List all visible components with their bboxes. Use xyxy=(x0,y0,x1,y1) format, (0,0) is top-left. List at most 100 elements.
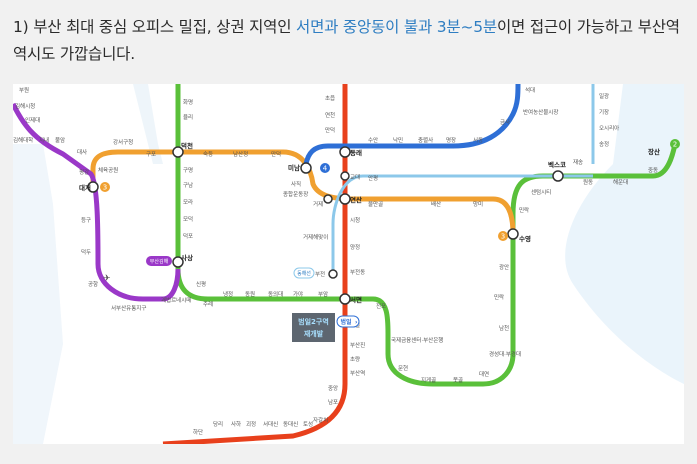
station-jinae: 지내 xyxy=(39,136,49,144)
bexco-transfer xyxy=(552,170,564,182)
station-dangni: 당리 xyxy=(213,420,223,428)
station-suyeong: 수영 xyxy=(519,234,531,243)
sea-area xyxy=(565,84,684,384)
station-dongdaesin: 동대신 xyxy=(283,420,298,428)
station-motgol: 못골 xyxy=(453,377,463,384)
seomyeon-transfer xyxy=(339,293,351,305)
station-geoje: 거제 xyxy=(313,200,323,208)
station-sukdeung: 숙등 xyxy=(203,150,213,158)
station-gaya: 가야 xyxy=(293,290,303,298)
station-minam: 미남 xyxy=(288,163,300,172)
airplane-icon: ✈ xyxy=(103,274,111,284)
donghae-tag-bg xyxy=(293,267,315,279)
station-nakmin: 낙민 xyxy=(393,136,403,144)
station-jung: 중동 xyxy=(648,167,658,174)
station-namsan: 남산정 xyxy=(233,150,248,158)
minam-transfer xyxy=(300,162,312,174)
station-nampo: 남포 xyxy=(328,398,338,406)
station-gimhaecity: 김해시청 xyxy=(15,102,35,110)
station-jurye: 주례 xyxy=(203,300,213,308)
beomil-tag: 범일 xyxy=(340,318,352,326)
station-oncheon: 연천 xyxy=(325,111,335,119)
station-sicheong: 시청 xyxy=(350,217,360,224)
station-daejeo: 대저 xyxy=(79,183,91,192)
station-gyodae: 교대 xyxy=(350,173,360,181)
station-jagalchi: 자갈치 xyxy=(313,416,328,424)
line-4 xyxy=(303,84,521,165)
redevelop-box xyxy=(292,313,335,342)
station-deokcheon: 덕천 xyxy=(181,141,193,150)
station-mandeok: 만덕 xyxy=(271,150,281,158)
station-naengjeong: 냉정 xyxy=(223,290,233,298)
station-pyeonggang: 평강 xyxy=(79,169,89,176)
yeonsan-transfer xyxy=(339,193,351,205)
station-suan: 수안 xyxy=(368,137,378,144)
intro-text-line2: 역시도 가깝습니다. xyxy=(13,45,135,63)
station-kyungsung: 경성대·부경대 xyxy=(489,350,521,358)
station-banyeo: 반여농산물시장 xyxy=(523,108,558,116)
station-jeonpo: 전포 xyxy=(376,302,386,310)
line3-number-west: 3 xyxy=(103,184,107,192)
station-goejeong: 괴정 xyxy=(246,420,256,428)
station-gukje: 국제금융센터·부산은행 xyxy=(391,336,443,344)
beomil-tag-bg xyxy=(336,315,360,328)
station-inje: 인제대 xyxy=(25,116,40,124)
station-gimhaeuni: 김해대학 xyxy=(13,136,33,144)
station-gaegeum: 동원 xyxy=(245,290,255,298)
intro-highlight: 서면과 중앙동이 불과 3분~5분 xyxy=(296,18,497,36)
station-munhyeon: 문현 xyxy=(398,364,408,372)
station-yangjeong: 양정 xyxy=(350,243,360,251)
line4-number: 4 xyxy=(323,165,328,173)
station-modeok: 모덕 xyxy=(183,216,193,223)
station-busandae: 초읍 xyxy=(325,95,335,102)
station-choryang: 초량 xyxy=(350,356,360,363)
river-area xyxy=(13,144,63,444)
subway-map: 4 3 3 2 서면 연산 동래 미남 덕천 사상 수영 대저 장산 벡스코 교… xyxy=(13,84,684,444)
station-daesa: 대사 xyxy=(77,148,87,156)
beomil-arrow-icon: › xyxy=(355,319,358,326)
line3-badge-west xyxy=(100,182,110,192)
station-seobusan: 서부산유통지구 xyxy=(111,304,146,312)
station-geumsa: 금사 xyxy=(500,118,510,126)
gimhae-line xyxy=(13,102,181,302)
station-myeongnyun: 만덕 xyxy=(325,126,335,134)
station-buam: 부암 xyxy=(318,290,328,298)
station-gupo: 구포 xyxy=(146,151,156,158)
station-sports-park: 체육공원 xyxy=(98,166,118,174)
line3-badge xyxy=(498,231,508,241)
suyeong-transfer xyxy=(507,228,519,240)
station-gwaebeop: 괘법르네시떼 xyxy=(161,296,191,304)
station-yeonsan: 연산 xyxy=(350,195,362,204)
line2-badge xyxy=(670,139,680,149)
donghae-line xyxy=(331,174,593,274)
line-1 xyxy=(162,84,348,444)
station-mora: 모라 xyxy=(183,198,193,206)
station-busanjin: 부산진 xyxy=(350,341,365,349)
station-mulmangol: 물만골 xyxy=(368,200,383,208)
station-jangsan: 장산 xyxy=(648,147,660,156)
station-seokdae: 석대 xyxy=(525,86,535,94)
station-ilgwang: 일광 xyxy=(599,92,609,100)
station-myeongjang: 명장 xyxy=(446,137,456,144)
station-seomyeon: 서면 xyxy=(350,295,362,304)
gimhae-tag: 부산김해 xyxy=(150,258,169,265)
intro-text-part2: 이면 접근이 가능하고 부산역 xyxy=(496,18,680,36)
line3-number: 3 xyxy=(501,233,505,241)
station-songjeong: 송정 xyxy=(599,140,609,148)
station-haeundae: 해운대 xyxy=(613,178,628,186)
station-gwangan: 광안 xyxy=(499,264,509,271)
station-deokdu: 덕두 xyxy=(81,249,91,256)
daejeo-transfer xyxy=(87,181,99,193)
station-sports: 종합운동장 xyxy=(283,190,308,198)
station-sinhaeundae: 재송 xyxy=(573,158,583,166)
station-mangmi: 망미 xyxy=(473,200,483,208)
station-osiria: 오시리아 xyxy=(599,124,619,132)
sasang-transfer xyxy=(172,256,184,268)
station-hadan: 하단 xyxy=(193,428,203,436)
station-sasang: 사상 xyxy=(181,253,193,262)
gyodae-transfer xyxy=(340,171,350,181)
station-gunam: 구남 xyxy=(183,181,193,189)
line2-number: 2 xyxy=(673,141,677,149)
line4-badge xyxy=(320,163,330,173)
geoje-transfer xyxy=(323,194,333,204)
